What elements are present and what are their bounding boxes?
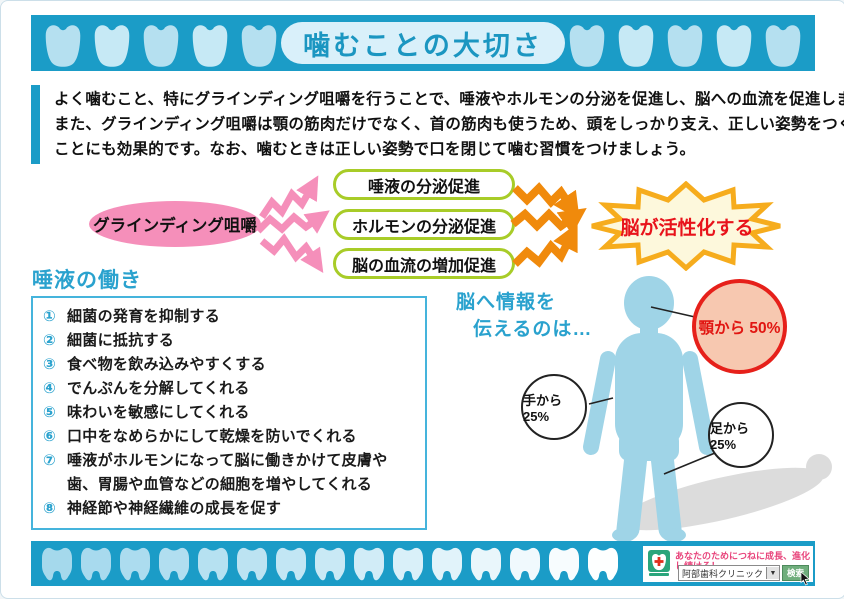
tooth-icon <box>312 544 348 584</box>
clinic-select[interactable]: 阿部歯科クリニック ▼ <box>677 565 780 581</box>
list-item: ⑦ 唾液がホルモンになって脳に働きかけて皮膚や歯、胃腸や血管などの細胞を増やしてく… <box>43 449 415 497</box>
search-button[interactable]: 検索 <box>781 565 810 586</box>
saliva-section-heading: 唾液の働き <box>32 269 142 292</box>
item-number: ④ <box>43 380 57 397</box>
tooth-icon <box>546 544 582 584</box>
tooth-icon <box>390 544 426 584</box>
item-text: 唾液がホルモンになって脳に働きかけて皮膚や歯、胃腸や血管などの細胞を増やしてくれ… <box>67 452 388 493</box>
intro-line: ことにも効果的です。なお、噛むときは正しい姿勢で口を閉じて噛む習慣をつけましょう… <box>54 141 696 158</box>
item-number: ⑥ <box>43 428 57 445</box>
brain-info-caption-line2: 伝えるのは… <box>473 319 593 340</box>
tooth-icon <box>507 544 543 584</box>
tooth-icon <box>429 544 465 584</box>
brain-info-caption-line1: 脳へ情報を <box>456 292 557 313</box>
tooth-icon <box>41 20 85 68</box>
item-text: 味わいを敏感にしてくれる <box>67 404 250 421</box>
callout-lines <box>588 306 716 475</box>
tooth-icon <box>468 544 504 584</box>
flow-effect-saliva: 唾液の分泌促進 <box>333 169 515 200</box>
teeth-border-top-left <box>41 20 281 68</box>
tooth-icon <box>585 544 621 584</box>
item-number: ⑧ <box>43 500 57 517</box>
list-item: ④ でんぷんを分解してくれる <box>43 377 415 401</box>
tooth-icon <box>117 544 153 584</box>
item-text: でんぷんを分解してくれる <box>67 380 250 397</box>
clinic-select-value: 阿部歯科クリニック <box>681 568 763 579</box>
stat-circle-foot: 足から 25% <box>708 402 774 468</box>
starburst-icon <box>591 180 781 272</box>
tooth-icon <box>234 544 270 584</box>
flow-effect-hormone: ホルモンの分泌促進 <box>333 209 515 240</box>
item-text: 食べ物を飲み込みやすくする <box>67 356 266 373</box>
tooth-icon <box>351 544 387 584</box>
item-number: ① <box>43 308 57 325</box>
item-text: 細菌に抵抗する <box>67 332 175 349</box>
saliva-functions-list: ① 細菌の発育を抑制する ② 細菌に抵抗する ③ 食べ物を飲み込みやすくする ④ でんぷ… <box>43 305 415 521</box>
list-item: ⑥ 口中をなめらかにして乾燥を防いでくれる <box>43 425 415 449</box>
tooth-icon <box>614 20 658 68</box>
intro-paragraph: よく噛むこと、特にグラインディング咀嚼を行うことで、唾液やホルモンの分泌を促進し… <box>31 85 844 164</box>
tooth-icon <box>237 20 281 68</box>
clinic-info-box: あなたのためにつねに成長、進化し続ける！ 阿部歯科クリニック ▼ 検索 <box>641 544 815 586</box>
tooth-icon <box>663 20 707 68</box>
item-text: 口中をなめらかにして乾燥を防いでくれる <box>67 428 357 445</box>
item-number: ③ <box>43 356 57 373</box>
list-item: ⑧ 神経節や神経繊維の成長を促す <box>43 497 415 521</box>
item-number: ② <box>43 332 57 349</box>
flow-result-label: 脳が活性化する <box>620 217 754 239</box>
teeth-border-top-right <box>565 20 805 68</box>
search-button-label: 検索 <box>786 568 804 578</box>
intro-line: また、グラインディング咀嚼は顎の筋肉だけでなく、首の筋肉も使うため、頭をしっかり… <box>54 116 844 133</box>
list-item: ② 細菌に抵抗する <box>43 329 415 353</box>
page-title: 噛むことの大切さ <box>281 22 565 64</box>
tooth-icon <box>90 20 134 68</box>
clinic-search-row: 阿部歯科クリニック ▼ 検索 <box>677 565 810 586</box>
person-silhouette-icon <box>583 276 715 542</box>
tooth-icon <box>712 20 756 68</box>
tooth-icon <box>39 544 75 584</box>
item-number: ⑦ <box>43 452 57 469</box>
tooth-icon <box>565 20 609 68</box>
tooth-icon <box>139 20 183 68</box>
clinic-logo-icon <box>648 550 670 576</box>
stat-circle-jaw: 顎から 50% <box>692 279 787 374</box>
orange-zigzag-arrows-icon <box>510 182 587 268</box>
chevron-down-icon[interactable]: ▼ <box>765 567 779 579</box>
saliva-functions-box: ① 細菌の発育を抑制する ② 細菌に抵抗する ③ 食べ物を飲み込みやすくする ④ でんぷ… <box>31 296 427 530</box>
flow-effect-bloodflow: 脳の血流の増加促進 <box>333 248 515 279</box>
flow-source-grinding: グラインディング咀嚼 <box>89 201 261 247</box>
item-number: ⑤ <box>43 404 57 421</box>
header-bar: 噛むことの大切さ <box>31 15 815 71</box>
item-text: 細菌の発育を抑制する <box>67 308 221 325</box>
list-item: ⑤ 味わいを敏感にしてくれる <box>43 401 415 425</box>
tooth-icon <box>156 544 192 584</box>
flow-result-burst: 脳が活性化する <box>589 180 785 272</box>
cursor-icon <box>800 572 810 586</box>
item-text: 神経節や神経繊維の成長を促す <box>67 500 282 517</box>
intro-line: よく噛むこと、特にグラインディング咀嚼を行うことで、唾液やホルモンの分泌を促進し… <box>54 91 844 108</box>
pink-zigzag-arrows-icon <box>255 175 330 273</box>
list-item: ① 細菌の発育を抑制する <box>43 305 415 329</box>
human-figure-illustration <box>583 276 832 542</box>
tooth-icon <box>195 544 231 584</box>
tooth-icon <box>761 20 805 68</box>
tooth-icon <box>273 544 309 584</box>
tooth-icon <box>188 20 232 68</box>
tooth-icon <box>78 544 114 584</box>
figure-shadow <box>618 454 832 531</box>
stat-circle-hand: 手から 25% <box>521 374 587 440</box>
list-item: ③ 食べ物を飲み込みやすくする <box>43 353 415 377</box>
